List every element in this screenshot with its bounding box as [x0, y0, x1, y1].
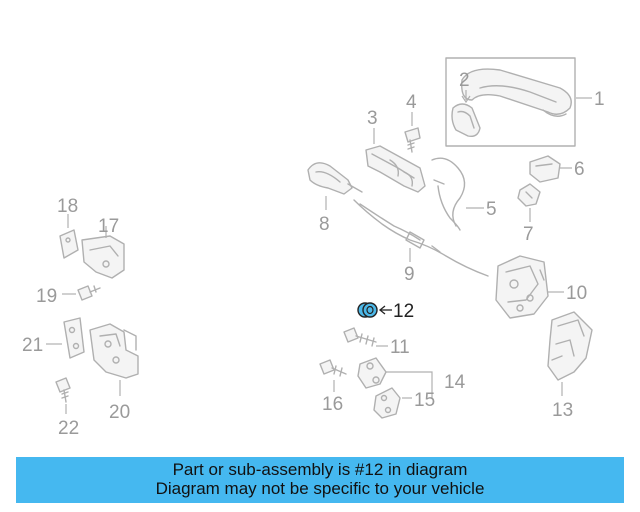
label-20: 20: [109, 402, 130, 423]
part-22-bolt[interactable]: 22: [55, 377, 79, 439]
label-4: 4: [406, 92, 417, 113]
caption-line-2: Diagram may not be specific to your vehi…: [155, 479, 485, 498]
part-9-cable[interactable]: 9: [353, 199, 489, 285]
part-19-bolt[interactable]: 19: [36, 285, 101, 307]
part-2-handle-cap[interactable]: 2: [451, 70, 481, 138]
label-12: 12: [393, 301, 414, 322]
label-7: 7: [523, 224, 534, 245]
label-1: 1: [594, 89, 605, 110]
caption-line-1: Part or sub-assembly is #12 in diagram: [172, 460, 468, 479]
part-4-screw[interactable]: 4: [404, 92, 421, 153]
part-1-outer-handle[interactable]: 1: [445, 57, 605, 147]
label-5: 5: [486, 199, 497, 220]
label-11: 11: [390, 337, 410, 358]
label-21: 21: [22, 335, 43, 356]
part-18-pad[interactable]: 18: [57, 196, 79, 259]
part-11-bolt[interactable]: 11: [343, 327, 410, 358]
part-20-hinge[interactable]: 20: [89, 323, 139, 423]
label-3: 3: [367, 108, 378, 129]
label-22: 22: [58, 418, 79, 439]
part-6-clip[interactable]: 6: [529, 155, 585, 183]
label-16: 16: [322, 394, 343, 415]
label-18: 18: [57, 196, 78, 217]
part-17-check-arm[interactable]: 17: [81, 216, 125, 279]
label-17: 17: [98, 216, 119, 237]
part-15-striker[interactable]: 15: [373, 387, 435, 419]
label-14: 14: [444, 372, 466, 393]
part-16-screw[interactable]: 16: [319, 359, 347, 415]
label-19: 19: [36, 286, 57, 307]
label-8: 8: [319, 214, 330, 235]
label-2: 2: [459, 70, 470, 91]
part-21-hinge-plate[interactable]: 21: [22, 317, 85, 359]
label-10: 10: [566, 283, 587, 304]
label-15: 15: [414, 390, 435, 411]
part-10-latch[interactable]: 10: [495, 255, 587, 319]
part-12-grommet[interactable]: 12: [357, 301, 414, 322]
label-6: 6: [574, 159, 585, 180]
part-3-inner-bracket[interactable]: 3: [365, 108, 426, 193]
parts-diagram: 1 2 3 4 5 6: [22, 57, 605, 439]
part-13-latch-cover[interactable]: 13: [547, 311, 593, 421]
part-8-inner-handle[interactable]: 8: [307, 162, 363, 235]
label-9: 9: [404, 264, 415, 285]
label-13: 13: [552, 400, 573, 421]
part-14-striker-group[interactable]: 14: [357, 357, 466, 398]
part-7-clip[interactable]: 7: [517, 183, 541, 245]
part-5-cable[interactable]: 5: [431, 157, 497, 231]
caption-banner: Part or sub-assembly is #12 in diagram D…: [16, 457, 624, 503]
